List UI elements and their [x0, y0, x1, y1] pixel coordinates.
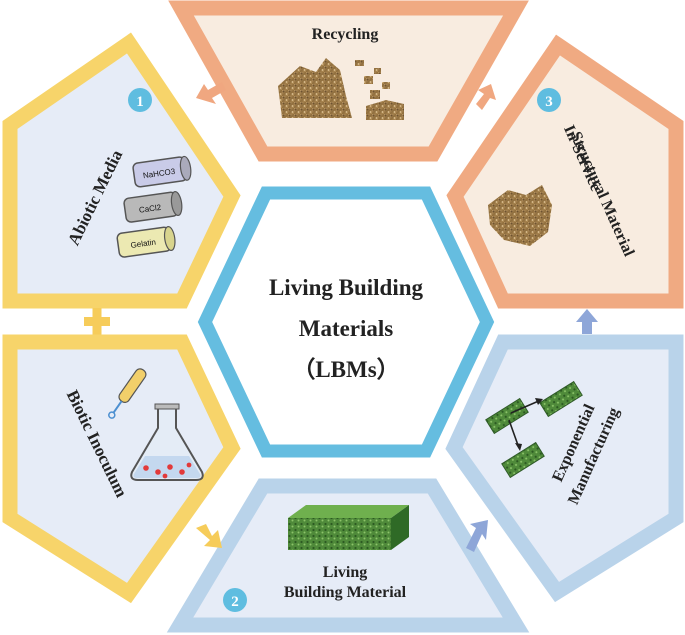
crumbling-rock-icon — [278, 58, 404, 120]
step-1-label: 1 — [136, 94, 144, 110]
bottle-label-cacl2: CaCl2 — [138, 203, 162, 215]
living-label-line2: Building Material — [284, 584, 407, 601]
recycling-title: Recycling — [312, 26, 379, 43]
flask-icon — [130, 403, 204, 481]
abiotic-media-panel: 1 Abiotic Media NaHCO3 CaCl2 Gelatin — [2, 32, 241, 309]
arrow-exponential-to-inservice — [576, 309, 598, 334]
center-title-line2: Materials — [299, 316, 394, 341]
plus-icon — [84, 308, 110, 335]
step-2-label: 2 — [231, 594, 239, 610]
recycling-panel: Recycling — [168, 0, 529, 162]
green-brick-icon — [288, 505, 409, 550]
brick-multiplication-icon — [485, 380, 583, 479]
structural-rock-icon — [488, 185, 552, 246]
arrow-living-to-exponential — [466, 520, 488, 552]
arrow-biotic-to-living — [196, 524, 222, 548]
step-3-label: 3 — [545, 94, 553, 110]
step-2-badge — [223, 588, 247, 612]
living-label-line1: Living — [323, 564, 367, 581]
center-hexagon: Living Building Materials （LBMs） — [197, 186, 495, 458]
center-title-line1: Living Building — [269, 275, 424, 300]
biotic-inoculum-panel: Biotic Inoculum — [2, 334, 241, 604]
step-3-badge — [537, 88, 561, 112]
arrow-inservice-to-recycling — [476, 84, 496, 110]
exponential-manufacturing-panel: Exponential Manufacturing — [445, 334, 684, 603]
in-service-structural-material-panel: 3 In-Service Structural Material — [446, 34, 684, 309]
step-1-badge — [128, 88, 152, 112]
bottle-label-gelatin: Gelatin — [130, 238, 156, 250]
living-building-material-panel: 2 Living Building Material — [166, 478, 530, 633]
center-title-line3: （LBMs） — [292, 356, 399, 382]
inoculation-loop-icon — [108, 368, 147, 419]
arrow-recycling-to-abiotic — [196, 82, 226, 104]
reagent-bottles-icon: NaHCO3 CaCl2 Gelatin — [116, 155, 192, 258]
